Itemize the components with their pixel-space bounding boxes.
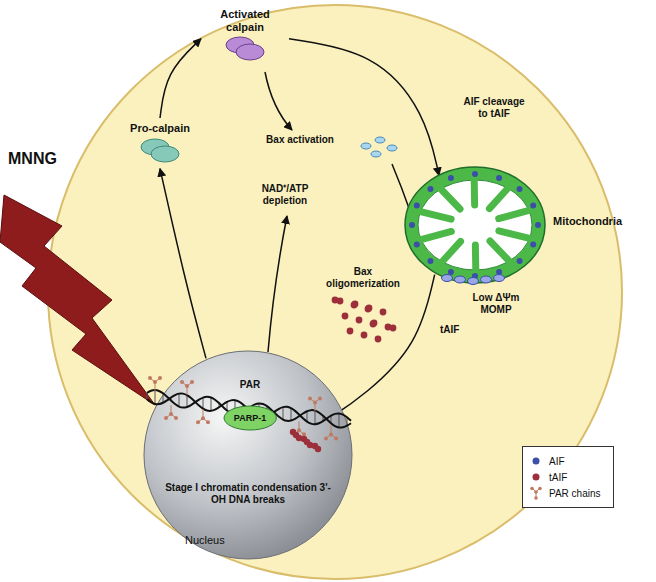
taif-dot <box>365 306 372 313</box>
pathway-arrow <box>160 169 206 359</box>
bax-molecules <box>361 137 397 157</box>
mitochondrion-shape <box>403 163 547 287</box>
annotation-label: tAIF <box>440 324 470 336</box>
annotation-label: AIF cleavage to tAIF <box>458 96 530 119</box>
annotation-label: Low ΔΨm MOMP <box>468 292 524 315</box>
taif-dots <box>332 297 397 343</box>
calpain-shape <box>135 135 185 165</box>
lightning-bolt <box>0 195 155 405</box>
pathway-arrow <box>328 275 435 420</box>
node-text: Nucleus <box>185 534 245 547</box>
annotation-label: NAD⁺/ATP depletion <box>250 183 320 206</box>
annotation-label: Bax activation <box>250 134 350 146</box>
calpain-shape <box>220 33 270 63</box>
legend-text: tAIF <box>549 472 567 483</box>
taif-dot <box>380 309 387 316</box>
pathway-arrow <box>289 39 439 176</box>
calpain-node: Activated calpain <box>201 4 289 67</box>
annotation-label: MNNG <box>8 150 88 168</box>
node-text: Stage I chromatin condensation 3'-OH DNA… <box>158 482 338 505</box>
taif-dot <box>371 320 378 327</box>
annotation-label: PAR <box>236 379 264 391</box>
taif-dot <box>356 317 363 324</box>
legend-box: AIF tAIF PAR chains <box>522 446 614 508</box>
calpain-node: Pro-calpain <box>126 118 194 169</box>
legend-swatch <box>529 470 543 484</box>
taif-dot <box>352 301 359 308</box>
parp-protein: PARP-1 <box>224 406 276 430</box>
arrow-line <box>268 216 287 352</box>
annotation-label: Bax oligomerization <box>318 266 408 289</box>
taif-dot <box>351 302 358 309</box>
taif-dot <box>361 332 368 339</box>
taif-dot <box>375 336 382 343</box>
node-text: Mitochondria <box>553 215 622 228</box>
legend-row: PAR chains <box>529 486 607 500</box>
legend-row: tAIF <box>529 470 607 484</box>
legend-row: AIF <box>529 454 607 468</box>
pathway-arrow <box>160 39 201 118</box>
taif-dot <box>347 328 354 335</box>
taif-dot <box>337 298 344 305</box>
taif-dot <box>342 313 349 320</box>
legend-text: PAR chains <box>549 488 601 499</box>
node-text: PARP-1 <box>234 413 266 423</box>
legend-swatch <box>529 454 543 468</box>
arrow-line <box>265 72 292 130</box>
taif-dot <box>390 325 397 332</box>
node-text: Pro-calpain <box>130 122 190 135</box>
node-text: Activated calpain <box>205 8 285 33</box>
cell-outline <box>48 5 622 579</box>
taif-dot <box>366 305 373 312</box>
taif-dot <box>370 321 377 328</box>
legend-text: AIF <box>549 456 565 467</box>
par-chain-symbol <box>529 486 543 500</box>
mitochondrion: Mitochondria <box>403 163 547 287</box>
